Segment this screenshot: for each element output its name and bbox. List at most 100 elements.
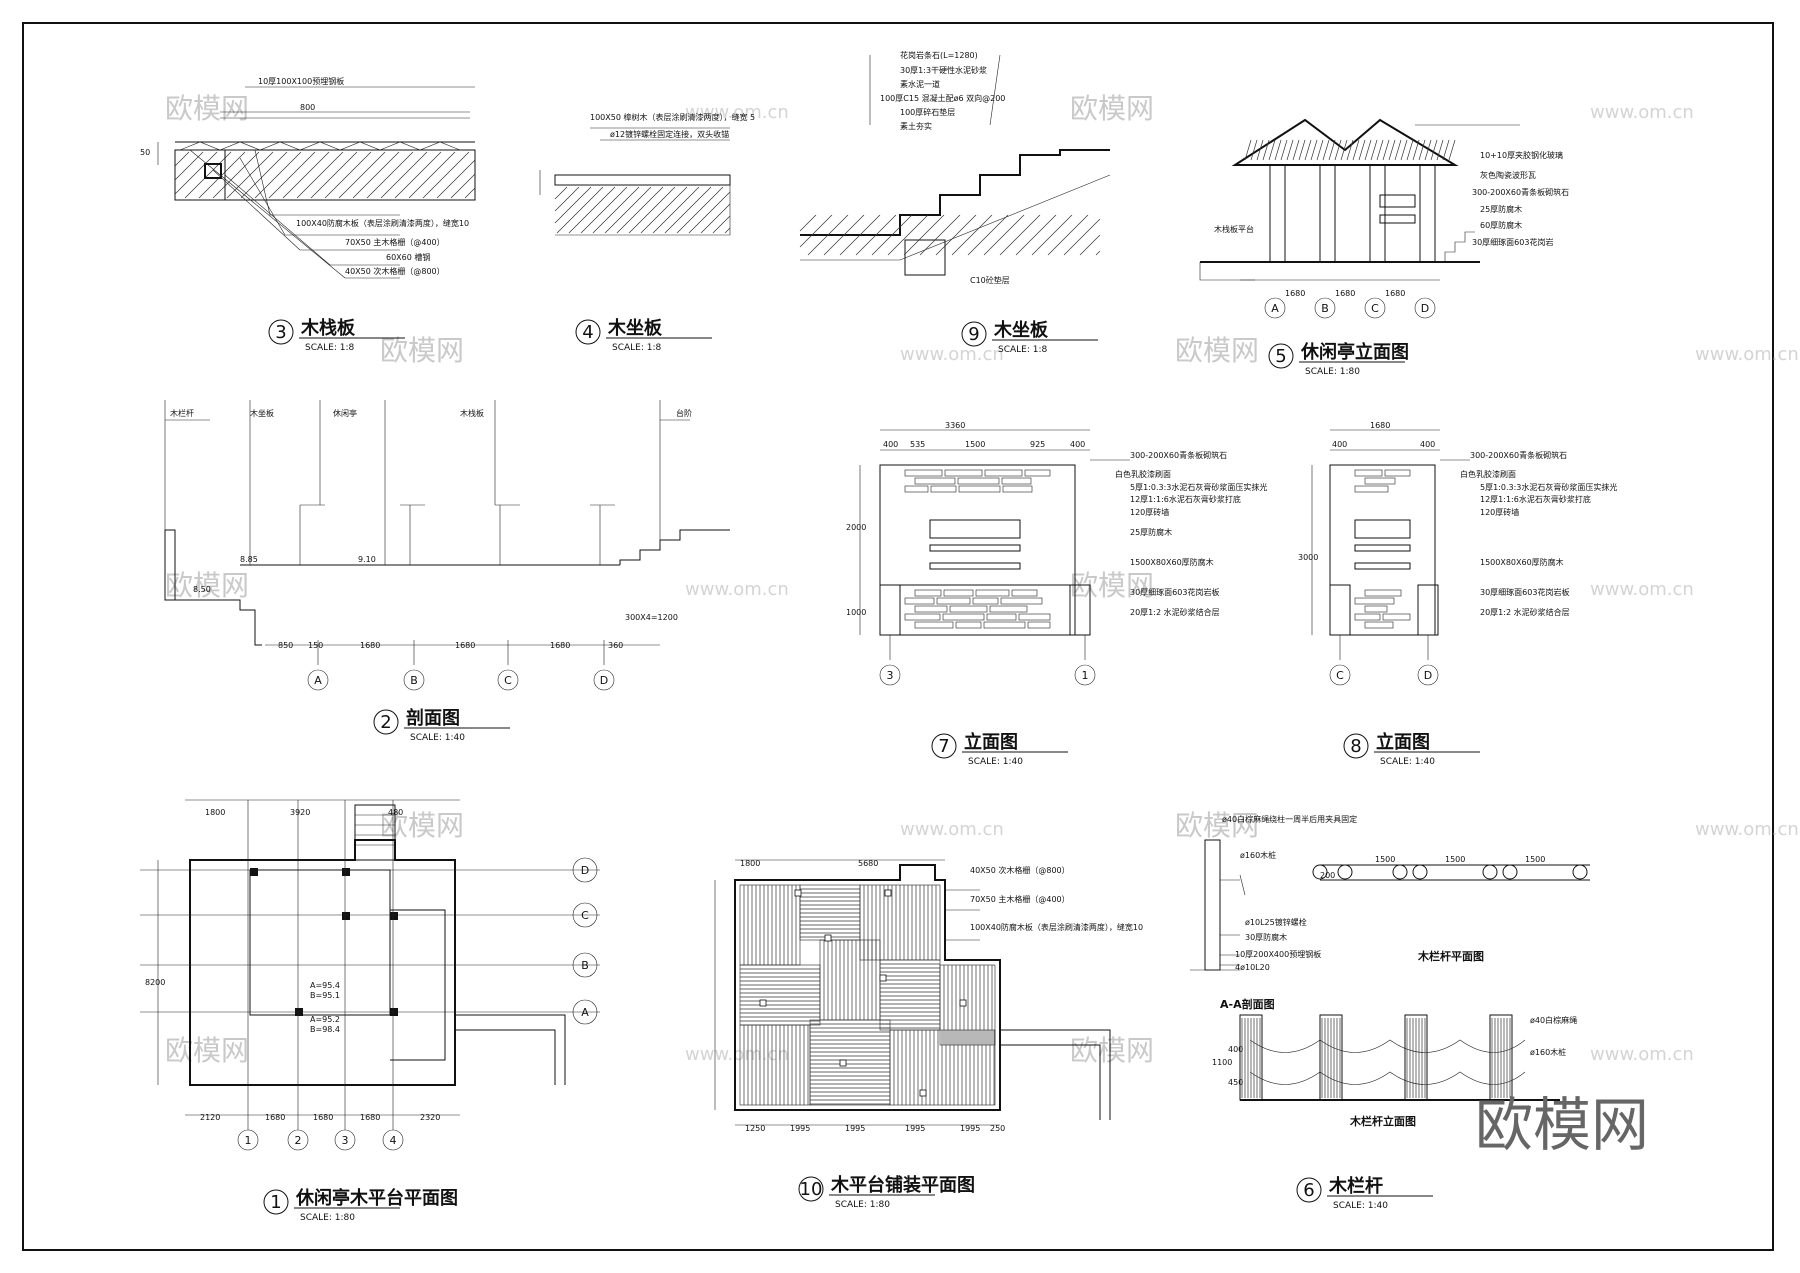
watermark-cn: 欧模网 xyxy=(165,1034,249,1067)
v6-dim-2: 1500 xyxy=(1525,855,1545,864)
axis-v5-D: D xyxy=(1414,297,1436,319)
drawing-sheet xyxy=(22,22,1774,1251)
v3-dim-0: 800 xyxy=(300,103,315,112)
svg-text:B: B xyxy=(410,674,418,687)
v5-note-1: 灰色陶瓷波形瓦 xyxy=(1480,170,1536,180)
watermark-en: www.om.cn xyxy=(900,819,1004,840)
svg-text:3: 3 xyxy=(887,669,894,682)
logo-watermark: 欧模网 xyxy=(1475,1091,1649,1159)
view-6-wood-railing xyxy=(1190,839,1590,1101)
v5-note-6: 木栈板平台 xyxy=(1214,224,1254,234)
svg-text:2: 2 xyxy=(295,1134,302,1147)
v7-dim-2: 535 xyxy=(910,440,925,449)
v1-dim-3: 2120 xyxy=(200,1113,220,1122)
view-scale: SCALE: 1:80 xyxy=(300,1213,355,1223)
v2-note-4: 台阶 xyxy=(676,408,692,418)
v5-note-4: 60厚防腐木 xyxy=(1480,220,1522,230)
v9-note-3: 100厚C15 混凝土配ø6 双向@200 xyxy=(880,93,1005,103)
v9-note-4: 100厚碎石垫层 xyxy=(900,107,955,117)
v8-note-2: 5厚1:0.3:3水泥石灰膏砂浆面压实抹光 xyxy=(1480,482,1617,492)
v10-note-1: 70X50 主木格栅（@400） xyxy=(970,894,1070,904)
svg-text:C: C xyxy=(1371,302,1379,315)
v7-note-7: 30厚细琢面603花岗岩板 xyxy=(1130,587,1219,597)
view-3-deck-section xyxy=(157,86,476,279)
v6-note-8: ø40白棕麻绳 xyxy=(1530,1015,1577,1025)
axis-v2-A: A xyxy=(307,669,329,691)
v9-note-0: 花岗岩条石(L=1280) xyxy=(900,50,978,60)
v8-dim-2: 400 xyxy=(1420,440,1435,449)
axis-v5-B: B xyxy=(1314,297,1336,319)
view-7-elevation xyxy=(859,429,1130,660)
v2-dim-1: 150 xyxy=(308,641,323,650)
view-title-text: 立面图 xyxy=(964,731,1018,753)
svg-text:D: D xyxy=(1421,302,1429,315)
v6-dim-4: 1100 xyxy=(1212,1058,1232,1067)
v1-dim-6: 1680 xyxy=(360,1113,380,1122)
v10-dim-2: 1250 xyxy=(745,1124,765,1133)
view-title-text: 木坐板 xyxy=(993,319,1049,341)
v8-note-7: 20厚1:2 水泥砂浆结合层 xyxy=(1480,607,1570,617)
view-number: 6 xyxy=(1303,1180,1314,1201)
v10-note-2: 100X40防腐木板（表层涂刷清漆两度），缝宽10 xyxy=(970,922,1143,932)
watermark-layer: 欧模网 www.om.cn 欧模网 www.om.cn 欧模网 www.om.cn 欧模网 w… xyxy=(165,92,1799,1067)
watermark-cn: 欧模网 xyxy=(1175,809,1259,842)
svg-text:4: 4 xyxy=(390,1134,397,1147)
v2-dim-8: 8.85 xyxy=(240,555,258,564)
v2-dim-2: 1680 xyxy=(360,641,380,650)
view-number: 1 xyxy=(270,1192,281,1213)
v8-note-5: 1500X80X60厚防腐木 xyxy=(1480,557,1564,567)
v5-note-3: 25厚防腐木 xyxy=(1480,204,1522,214)
v1-dim-4: 1680 xyxy=(265,1113,285,1122)
v6-note-5: 4ø10L20 xyxy=(1235,963,1270,972)
v2-note-3: 木栈板 xyxy=(460,408,484,418)
view-8-elevation xyxy=(1311,429,1470,660)
svg-text:B: B xyxy=(581,959,589,972)
v9-note-2: 素水泥一道 xyxy=(900,79,940,89)
watermark-cn: 欧模网 xyxy=(1070,92,1154,125)
view-title-text: 剖面图 xyxy=(406,707,460,729)
watermark-cn: 欧模网 xyxy=(380,334,464,367)
axis-v8-C: C xyxy=(1329,664,1351,686)
v10-dim-6: 1995 xyxy=(960,1124,980,1133)
v5-note-0: 10+10厚夹胶钢化玻璃 xyxy=(1480,150,1563,160)
v2-dim-5: 360 xyxy=(608,641,623,650)
v2-dim-4: 1680 xyxy=(550,641,570,650)
v8-dim-3: 3000 xyxy=(1298,553,1318,562)
watermark-en: www.om.cn xyxy=(685,1044,789,1065)
v10-dim-1: 5680 xyxy=(858,859,878,868)
v8-note-0: 300-200X60青条板砌筑石 xyxy=(1470,450,1567,460)
axis-v5-C: C xyxy=(1364,297,1386,319)
v2-dim-6: 300X4=1200 xyxy=(625,613,678,622)
svg-text:D: D xyxy=(581,864,589,877)
v4-note-0: 100X50 樟树木（表层涂刷清漆两度），缝宽 5 xyxy=(590,112,755,122)
v1-dim-2: 480 xyxy=(388,808,403,817)
v9-note-1: 30厚1:3干硬性水泥砂浆 xyxy=(900,65,987,75)
svg-text:A: A xyxy=(581,1006,589,1019)
view-number: 5 xyxy=(1275,346,1286,367)
v7-dim-3: 1500 xyxy=(965,440,985,449)
v1-dim-12: B=98.4 xyxy=(310,1025,340,1034)
view-5-pavilion-elevation xyxy=(1199,118,1520,281)
axis-v1-row-C: C xyxy=(572,902,598,928)
svg-text:1: 1 xyxy=(245,1134,252,1147)
v3-note-1: 100X40防腐木板（表层涂刷清漆两度），缝宽10 xyxy=(296,218,469,228)
v7-dim-1: 400 xyxy=(883,440,898,449)
watermark-en: www.om.cn xyxy=(1590,1044,1694,1065)
watermark-en: www.om.cn xyxy=(685,102,789,123)
view-number: 4 xyxy=(582,322,593,343)
view-scale: SCALE: 1:80 xyxy=(1305,367,1360,377)
view-number: 7 xyxy=(938,736,949,757)
axis-v1-row-B: B xyxy=(572,952,598,978)
v7-dim-0: 3360 xyxy=(945,421,965,430)
v6-dim-0: 1500 xyxy=(1375,855,1395,864)
axis-v1-col-2: 2 xyxy=(287,1129,309,1151)
svg-text:D: D xyxy=(600,674,608,687)
watermark-en: www.om.cn xyxy=(1695,819,1799,840)
